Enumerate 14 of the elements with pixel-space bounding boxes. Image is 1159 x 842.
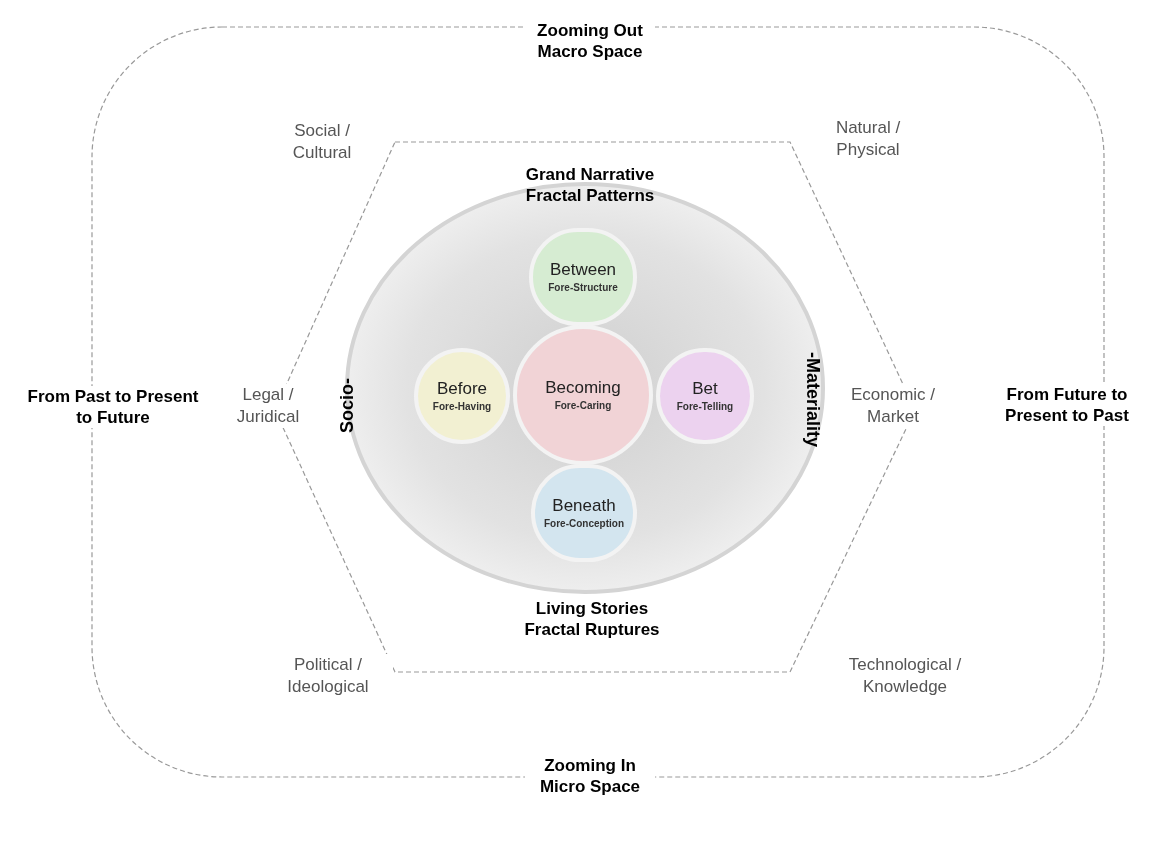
heading-label: Grand Narrative Fractal Patterns — [524, 164, 656, 206]
circle-title: Beneath — [552, 495, 616, 517]
circle-subtitle: Fore-Structure — [548, 281, 618, 295]
heading-label: Living Stories Fractal Ruptures — [523, 598, 661, 640]
circle-subtitle: Fore-Caring — [554, 399, 612, 413]
circle-subtitle: Fore-Telling — [676, 400, 734, 414]
axis-label: Socio- — [336, 378, 358, 433]
circle-title: Bet — [692, 378, 718, 400]
circle-title: Before — [436, 378, 488, 400]
circle-subtitle: Fore-Having — [432, 400, 492, 414]
axis-label: -Materiality — [802, 352, 824, 448]
circle-subtitle: Fore-Conception — [544, 517, 624, 531]
circle-title: Between — [549, 259, 617, 281]
circle-title: Becoming — [545, 377, 621, 399]
